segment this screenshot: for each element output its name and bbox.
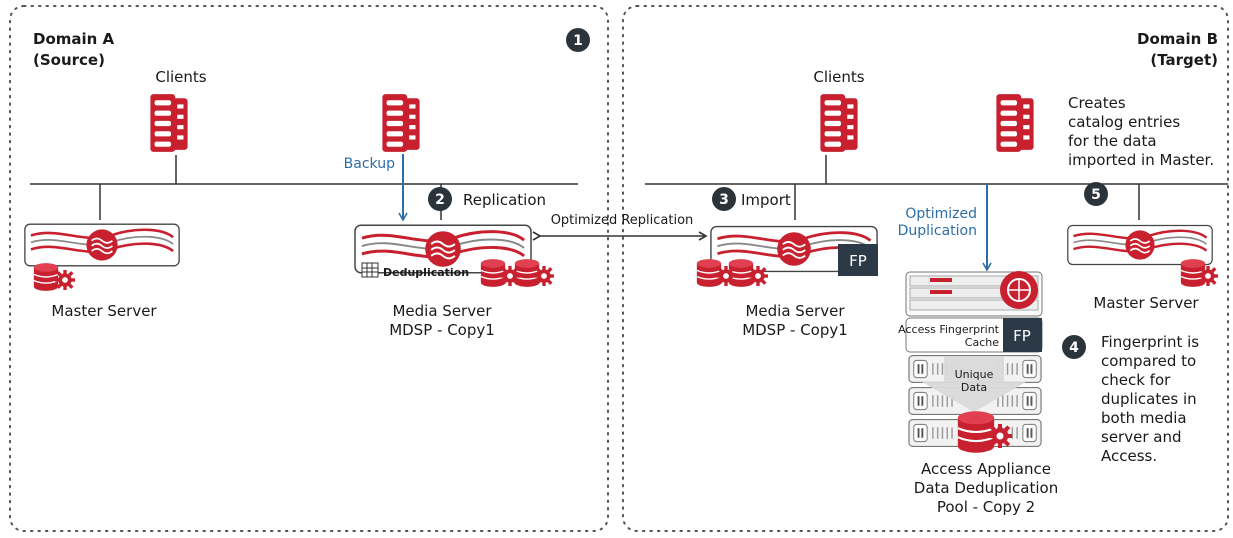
creates-catalog-line-4: imported in Master. — [1068, 151, 1214, 169]
unique-data-label-2: Data — [961, 381, 987, 394]
media-a-gear-icon-2 — [534, 266, 554, 286]
client-b-icon — [820, 94, 858, 152]
domain-a-title: Domain A — [33, 30, 115, 48]
fingerprint-note-line-4: duplicates in — [1101, 390, 1197, 408]
domain-b-boundary — [622, 5, 1229, 532]
clients-a-label: Clients — [155, 68, 206, 86]
step-2-badge — [428, 187, 452, 211]
clients-b-label: Clients — [813, 68, 864, 86]
client-a-backup-icon — [382, 94, 420, 152]
domain-b-title: Domain B — [1137, 30, 1218, 48]
optimized-duplication-label-1: Optimized — [905, 206, 977, 222]
fingerprint-note-line-7: Access. — [1101, 447, 1157, 465]
media-server-b-label-2: MDSP - Copy1 — [742, 321, 848, 339]
deduplication-label: Deduplication — [383, 266, 469, 279]
optimized-replication-label: Optimized Replication — [551, 213, 694, 228]
fingerprint-note-line-3: check for — [1101, 371, 1171, 389]
client-a-icon — [150, 94, 188, 152]
fingerprint-note-line-5: both media — [1101, 409, 1187, 427]
dedup-grid-icon — [361, 262, 379, 278]
import-label: Import — [741, 191, 791, 209]
domain-b-subtitle: (Target) — [1150, 51, 1218, 69]
creates-catalog-line-2: catalog entries — [1068, 113, 1180, 131]
media-server-a-label-2: MDSP - Copy1 — [389, 321, 495, 339]
creates-catalog-line-3: for the data — [1068, 132, 1157, 150]
access-appliance-label-3: Pool - Copy 2 — [937, 498, 1035, 516]
master-a-gear-icon — [55, 270, 75, 290]
fp-label-access: FP — [1013, 327, 1031, 345]
master-a-disk-icon — [33, 262, 59, 292]
optimized-duplication-label-2: Duplication — [898, 223, 977, 239]
master-b-gear-icon — [1198, 266, 1218, 286]
fingerprint-note-line-6: server and — [1101, 428, 1181, 446]
media-b-gear-icon-2 — [748, 266, 768, 286]
fingerprint-note-line-1: Fingerprint is — [1101, 333, 1199, 351]
access-appliance-stack: FP Access Fingerprint Cache Unique Data — [898, 271, 1043, 454]
access-appliance-label-1: Access Appliance — [921, 460, 1051, 478]
media-a-gear-icon — [500, 266, 520, 286]
step-5-badge — [1084, 182, 1108, 206]
domain-a-boundary — [9, 5, 609, 532]
domain-a-subtitle: (Source) — [33, 51, 105, 69]
master-server-b-icon — [1067, 224, 1213, 266]
step-2-number: 2 — [435, 192, 445, 208]
fp-label-media-b: FP — [849, 252, 867, 270]
master-server-b-label: Master Server — [1093, 294, 1199, 312]
backup-label: Backup — [344, 156, 395, 172]
access-fp-cache-label-1: Access Fingerprint — [898, 323, 1000, 336]
step-3-number: 3 — [719, 192, 729, 208]
media-server-b-label-1: Media Server — [745, 302, 845, 320]
media-a-disk-icon — [480, 258, 506, 288]
step-4-badge — [1062, 335, 1086, 359]
master-server-a-label: Master Server — [51, 302, 157, 320]
step-1-badge — [566, 28, 590, 52]
fingerprint-note-line-2: compared to — [1101, 352, 1196, 370]
step-5-number: 5 — [1091, 187, 1101, 203]
media-server-a-label-1: Media Server — [392, 302, 492, 320]
master-server-a-icon — [24, 222, 180, 268]
step-3-badge — [712, 187, 736, 211]
replication-label: Replication — [463, 191, 546, 209]
media-b-gear-icon — [716, 266, 736, 286]
fp-badge-media-b — [838, 244, 878, 276]
step-4-number: 4 — [1069, 340, 1079, 356]
access-appliance-label-2: Data Deduplication — [914, 479, 1058, 497]
media-a-disk-icon-2 — [514, 258, 540, 288]
creates-catalog-line-1: Creates — [1068, 94, 1126, 112]
network-lines — [30, 155, 1228, 220]
media-b-disk-icon — [696, 258, 722, 288]
master-b-client-icon — [996, 94, 1034, 152]
access-fp-cache-label-2: Cache — [965, 336, 999, 349]
step-1-number: 1 — [573, 33, 583, 49]
unique-data-label-1: Unique — [955, 368, 994, 381]
